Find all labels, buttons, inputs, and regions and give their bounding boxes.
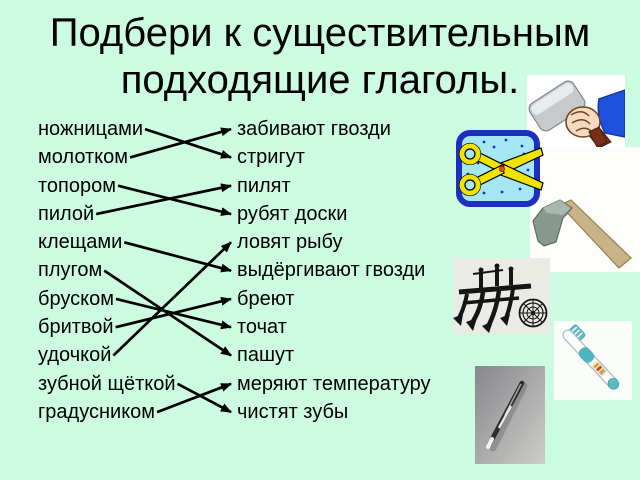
verb-row-4[interactable]: рубят доски <box>237 200 431 228</box>
plow-drawing <box>453 263 548 333</box>
noun-label: молотком <box>38 146 129 169</box>
thermometer-scale <box>497 405 513 429</box>
verb-row-10[interactable]: меряют температуру <box>237 370 431 398</box>
noun-row-10[interactable]: зубной щёткой <box>38 370 176 398</box>
verb-row-11[interactable]: чистят зубы <box>237 398 431 426</box>
connector-зубной щёткой <box>176 382 232 414</box>
noun-row-7[interactable]: бруском <box>38 285 176 313</box>
scissors-image <box>456 130 544 207</box>
noun-label: зубной щёткой <box>38 372 176 395</box>
noun-label: удочкой <box>38 344 112 367</box>
noun-row-2[interactable]: молотком <box>38 143 176 171</box>
verb-label: бреют <box>237 287 295 310</box>
verb-label: чистят зубы <box>237 400 349 423</box>
noun-label: клещами <box>38 231 123 254</box>
thermometer-image <box>475 366 545 464</box>
toothbrush-drawing <box>562 324 620 390</box>
hand <box>565 106 601 138</box>
verb-row-5[interactable]: ловят рыбу <box>237 228 431 256</box>
title-line-2: подходящие глаголы. <box>120 58 520 102</box>
noun-label: топором <box>38 174 117 197</box>
verb-row-7[interactable]: бреют <box>237 285 431 313</box>
thermometer-shadow <box>489 382 528 452</box>
verb-label: пашут <box>237 344 295 367</box>
noun-row-8[interactable]: бритвой <box>38 313 176 341</box>
thermometer-tip <box>485 436 495 450</box>
noun-row-11[interactable]: градусником <box>38 398 176 426</box>
verb-label: пилят <box>237 174 291 197</box>
hammer-in-hand-image <box>527 75 625 148</box>
verb-label: меряют температуру <box>237 372 431 395</box>
toothbrush-image <box>554 321 632 400</box>
noun-row-5[interactable]: клещами <box>38 228 176 256</box>
verb-label: выдёргивают гвозди <box>237 259 426 282</box>
verb-label: ловят рыбу <box>237 231 343 254</box>
hammer-handle-end <box>588 126 608 148</box>
axe-head-facet <box>543 200 571 215</box>
noun-label: пилой <box>38 202 95 225</box>
noun-label: бритвой <box>38 316 114 339</box>
noun-row-3[interactable]: топором <box>38 172 176 200</box>
axe-image <box>530 147 640 272</box>
noun-row-4[interactable]: пилой <box>38 200 176 228</box>
noun-label: плугом <box>38 259 103 282</box>
verb-row-1[interactable]: забивают гвозди <box>237 115 431 143</box>
verb-row-9[interactable]: пашут <box>237 341 431 369</box>
plow-image <box>453 258 550 334</box>
noun-label: градусником <box>38 400 156 423</box>
verb-row-3[interactable]: пилят <box>237 172 431 200</box>
verb-row-6[interactable]: выдёргивают гвозди <box>237 256 431 284</box>
verb-label: рубят доски <box>237 202 348 225</box>
scissors-icon <box>458 142 544 197</box>
noun-row-9[interactable]: удочкой <box>38 341 176 369</box>
noun-row-1[interactable]: ножницами <box>38 115 176 143</box>
noun-row-6[interactable]: плугом <box>38 256 176 284</box>
verb-row-2[interactable]: стригут <box>237 143 431 171</box>
slide-title: Подбери к существительным подходящие гла… <box>0 10 640 104</box>
noun-label: бруском <box>38 287 114 310</box>
verb-label: точат <box>237 316 287 339</box>
noun-label: ножницами <box>38 118 144 140</box>
noun-list: ножницами молотком топором пилой клещами плуг… <box>38 115 176 426</box>
verb-row-8[interactable]: точат <box>237 313 431 341</box>
verb-list: забивают гвозди стригут пилят рубят доски ло… <box>237 115 431 426</box>
title-line-1: Подбери к существительным <box>49 11 591 55</box>
verb-label: стригут <box>237 146 305 169</box>
verb-label: забивают гвозди <box>237 118 391 140</box>
axe-handle <box>558 199 632 269</box>
